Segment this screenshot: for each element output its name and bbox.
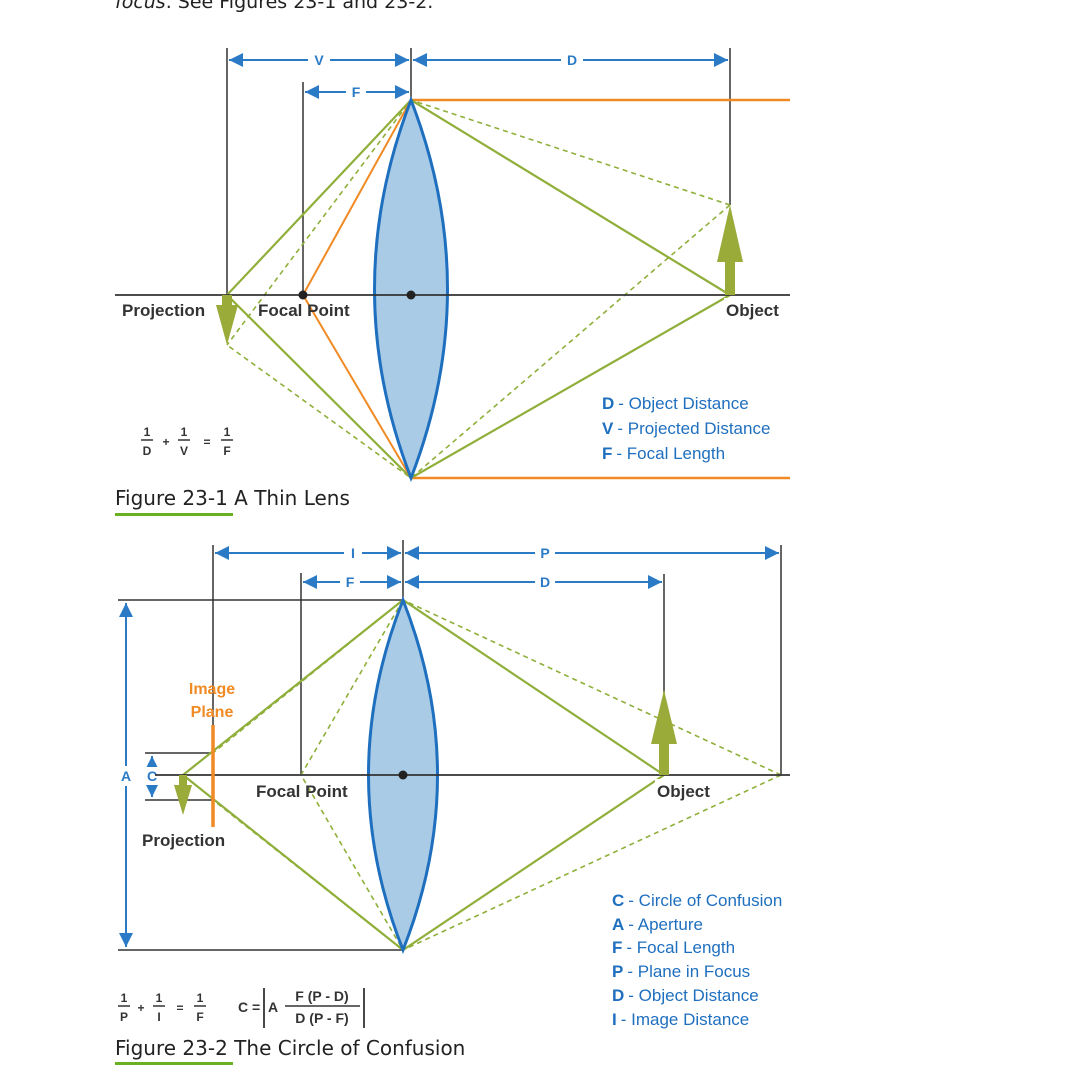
fig1-object-arrow-shaft (725, 258, 735, 295)
fig2-lens-center-dot (398, 770, 408, 780)
svg-text:C =: C = (238, 999, 260, 1015)
fig1-legend-item: D- Object Distance (602, 394, 749, 413)
fig1-object-arrow-head (717, 205, 743, 262)
figure-2-caption-underline (115, 1062, 233, 1065)
fig1-focal-point-dot (298, 290, 308, 300)
fig2-object-arrow-shaft (659, 740, 669, 775)
fig1-dashed-ray-bottom (226, 204, 731, 480)
fig1-lens-center-dot (406, 290, 416, 300)
intro-emphasis: focus (115, 0, 166, 13)
fig1-focal-point-label: Focal Point (258, 301, 350, 320)
fig1-d-label: D (567, 52, 577, 68)
fig2-c-label: C (147, 768, 157, 784)
svg-text:=: = (176, 1001, 183, 1015)
svg-text:+: + (162, 435, 169, 449)
figure-2-caption: Figure 23-2 The Circle of Confusion (115, 1036, 466, 1060)
svg-text:1: 1 (156, 991, 163, 1005)
fig2-plane-label: Plane (191, 704, 234, 721)
svg-text:1: 1 (181, 425, 188, 439)
intro-rest: . See Figures 23-1 and 23-2. (165, 0, 434, 13)
fig2-legend-item: A- Aperture (612, 915, 703, 934)
svg-text:F: F (196, 1010, 203, 1024)
fig1-legend: D- Object Distance V- Projected Distance… (602, 394, 770, 463)
fig2-d-label: D (540, 574, 550, 590)
figure-1-caption: Figure 23-1 A Thin Lens (115, 486, 350, 510)
svg-text:1: 1 (197, 991, 204, 1005)
fig1-f-label: F (352, 84, 361, 100)
svg-text:1: 1 (224, 425, 231, 439)
fig2-projection-arrow-head (174, 785, 192, 815)
svg-text:V: V (180, 444, 188, 458)
svg-text:+: + (137, 1001, 144, 1015)
fig2-legend-item: D- Object Distance (612, 986, 759, 1005)
fig1-lens (373, 95, 449, 483)
svg-text:F: F (223, 444, 230, 458)
intro-text: focus. See Figures 23-1 and 23-2. (115, 0, 433, 13)
svg-text:P: P (120, 1010, 128, 1024)
svg-text:F (P - D): F (P - D) (295, 988, 348, 1004)
fig2-dashed-ray-top (212, 599, 782, 776)
svg-text:=: = (203, 435, 210, 449)
svg-text:D (P - F): D (P - F) (295, 1010, 348, 1026)
figure-1-caption-underline (115, 513, 233, 516)
fig1-projection-arrow-head (216, 305, 238, 345)
fig2-legend-item: C- Circle of Confusion (612, 891, 782, 910)
fig2-circle-of-confusion-formula: C = A F (P - D) D (P - F) (238, 988, 365, 1028)
svg-text:I: I (157, 1010, 160, 1024)
fig2-p-label: P (540, 545, 549, 561)
fig2-legend-item: P- Plane in Focus (612, 962, 750, 981)
fig2-object-label: Object (657, 782, 710, 801)
svg-text:1: 1 (121, 991, 128, 1005)
fig2-f-label: F (346, 574, 355, 590)
svg-text:A: A (268, 999, 278, 1015)
fig2-image-label: Image (189, 681, 235, 698)
fig1-projection-arrow-shaft (222, 295, 232, 309)
fig2-thin-lens-formula: 1 P + 1 I = 1 F (118, 991, 206, 1024)
figure-2-diagram: I P F D A C (116, 540, 790, 1029)
svg-text:D: D (143, 444, 152, 458)
fig1-object-label: Object (726, 301, 779, 320)
fig2-legend: C- Circle of Confusion A- Aperture F- Fo… (612, 891, 782, 1029)
fig2-focal-point-label: Focal Point (256, 782, 348, 801)
fig2-projection-arrow-shaft (179, 775, 187, 787)
fig2-i-label: I (351, 545, 355, 561)
figure-1-diagram: V D F Projection Focal Point (115, 48, 790, 483)
fig2-object-arrow-head (651, 690, 677, 744)
fig1-projection-label: Projection (122, 301, 205, 320)
fig2-a-label: A (121, 768, 131, 784)
svg-text:1: 1 (144, 425, 151, 439)
fig2-projection-label: Projection (142, 831, 225, 850)
fig2-legend-item: I- Image Distance (612, 1010, 749, 1029)
fig1-legend-item: V- Projected Distance (602, 419, 770, 438)
fig1-formula: 1 D + 1 V = 1 F (141, 425, 233, 458)
fig2-legend-item: F- Focal Length (612, 938, 735, 957)
fig1-v-label: V (314, 52, 324, 68)
fig1-legend-item: F- Focal Length (602, 444, 725, 463)
